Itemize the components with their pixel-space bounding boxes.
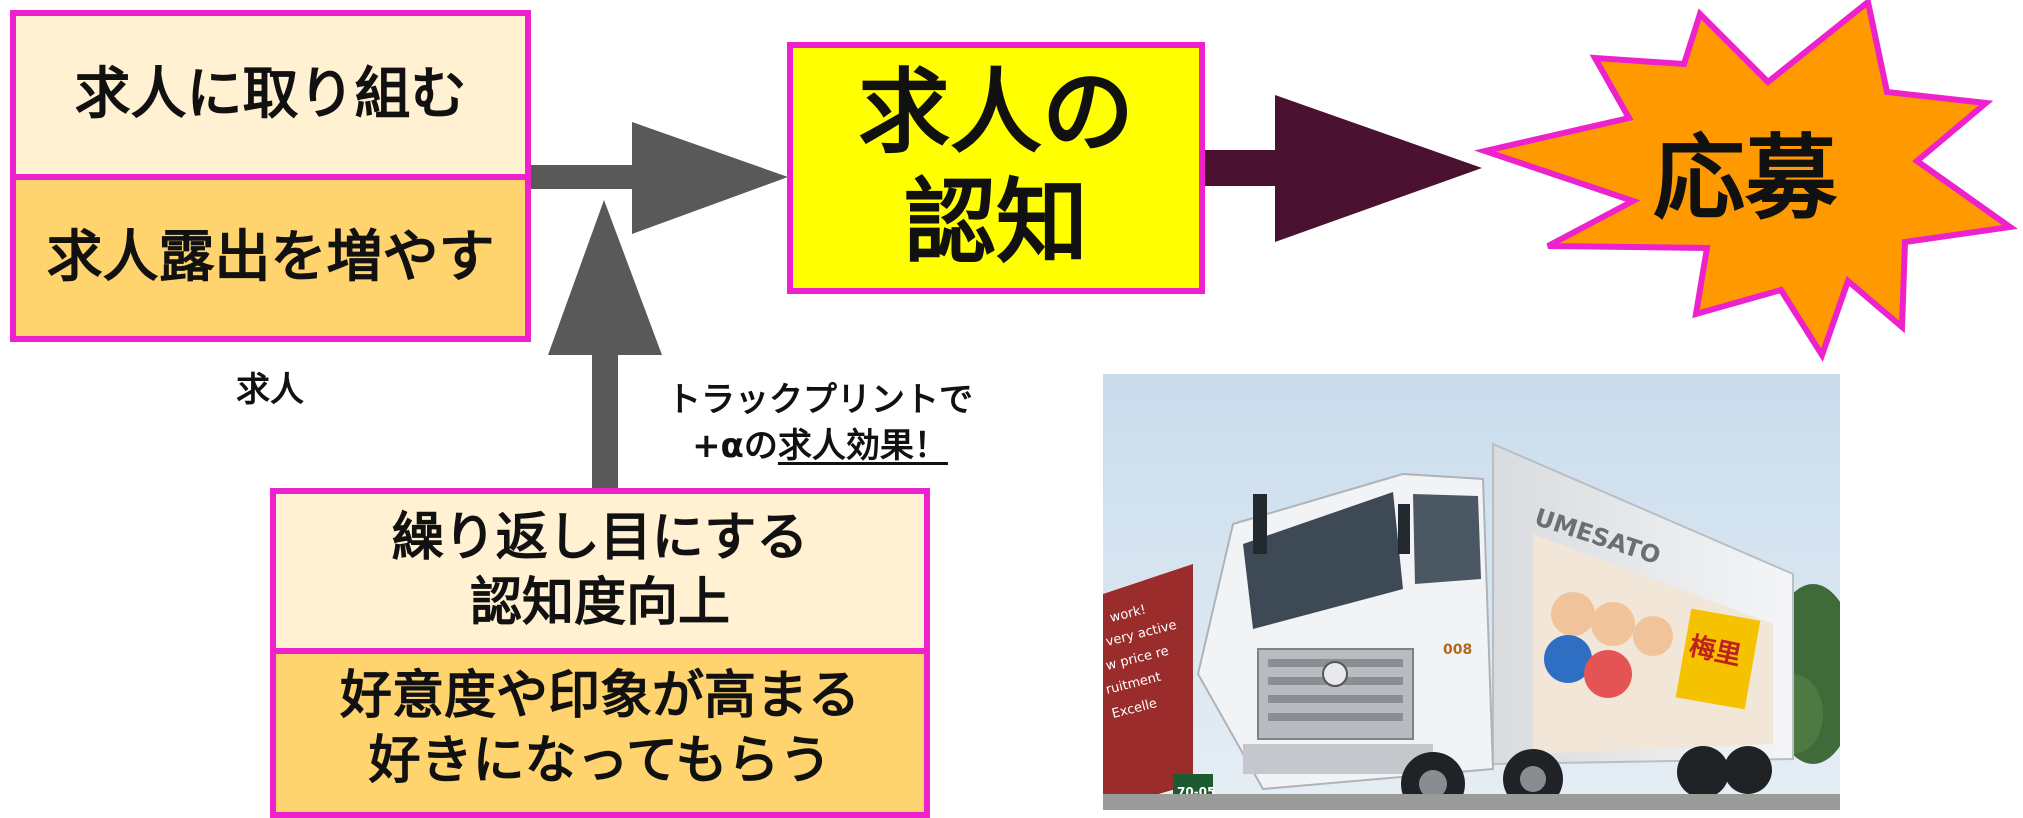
print-note: トラックプリントで +αの求人効果！ bbox=[640, 378, 1000, 470]
truck-photo: work! very active w price re ruitment Ex… bbox=[1103, 374, 1840, 810]
center-box: 求人の 認知 bbox=[787, 42, 1205, 294]
left-top-box: 求人に取り組む bbox=[10, 10, 531, 180]
note-prefix: +αの bbox=[692, 425, 778, 466]
left-bottom-label: 求人露出を増やす bbox=[46, 225, 495, 290]
truck-illustration: work! very active w price re ruitment Ex… bbox=[1103, 374, 1840, 810]
burst-label: 応募 bbox=[1652, 125, 1837, 232]
horizontal-arrow-shaft bbox=[530, 165, 640, 189]
bottom-bottom-line1: 好意度や印象が高まる bbox=[339, 666, 860, 726]
result-arrow-head bbox=[1275, 95, 1482, 242]
bottom-top-line2: 認知度向上 bbox=[469, 573, 730, 633]
bottom-bottom-line2: 好きになってもらう bbox=[368, 731, 832, 791]
left-top-label: 求人に取り組む bbox=[74, 62, 467, 127]
horizontal-arrow-head bbox=[632, 122, 788, 234]
bottom-top-line1: 繰り返し目にする bbox=[391, 508, 809, 568]
center-line1: 求人の bbox=[857, 58, 1134, 166]
left-bottom-box: 求人露出を増やす bbox=[10, 174, 531, 342]
note-emphasis: 求人効果！ bbox=[777, 425, 948, 466]
note-line1: トラックプリントで bbox=[667, 380, 973, 420]
note-line2: +αの求人効果！ bbox=[640, 424, 1000, 470]
burst-shape bbox=[1473, 0, 2018, 362]
vertical-arrow-shaft bbox=[592, 350, 618, 494]
red-trailer bbox=[1103, 564, 1193, 810]
bottom-top-box: 繰り返し目にする 認知度向上 bbox=[270, 488, 930, 654]
result-arrow-shaft bbox=[1203, 150, 1279, 186]
vertical-arrow-head bbox=[548, 200, 662, 355]
cab-number: 008 bbox=[1443, 642, 1472, 658]
left-caption: 求人 bbox=[236, 370, 304, 410]
center-line2: 認知 bbox=[903, 169, 1088, 276]
bottom-bottom-box: 好意度や印象が高まる 好きになってもらう bbox=[270, 648, 930, 818]
